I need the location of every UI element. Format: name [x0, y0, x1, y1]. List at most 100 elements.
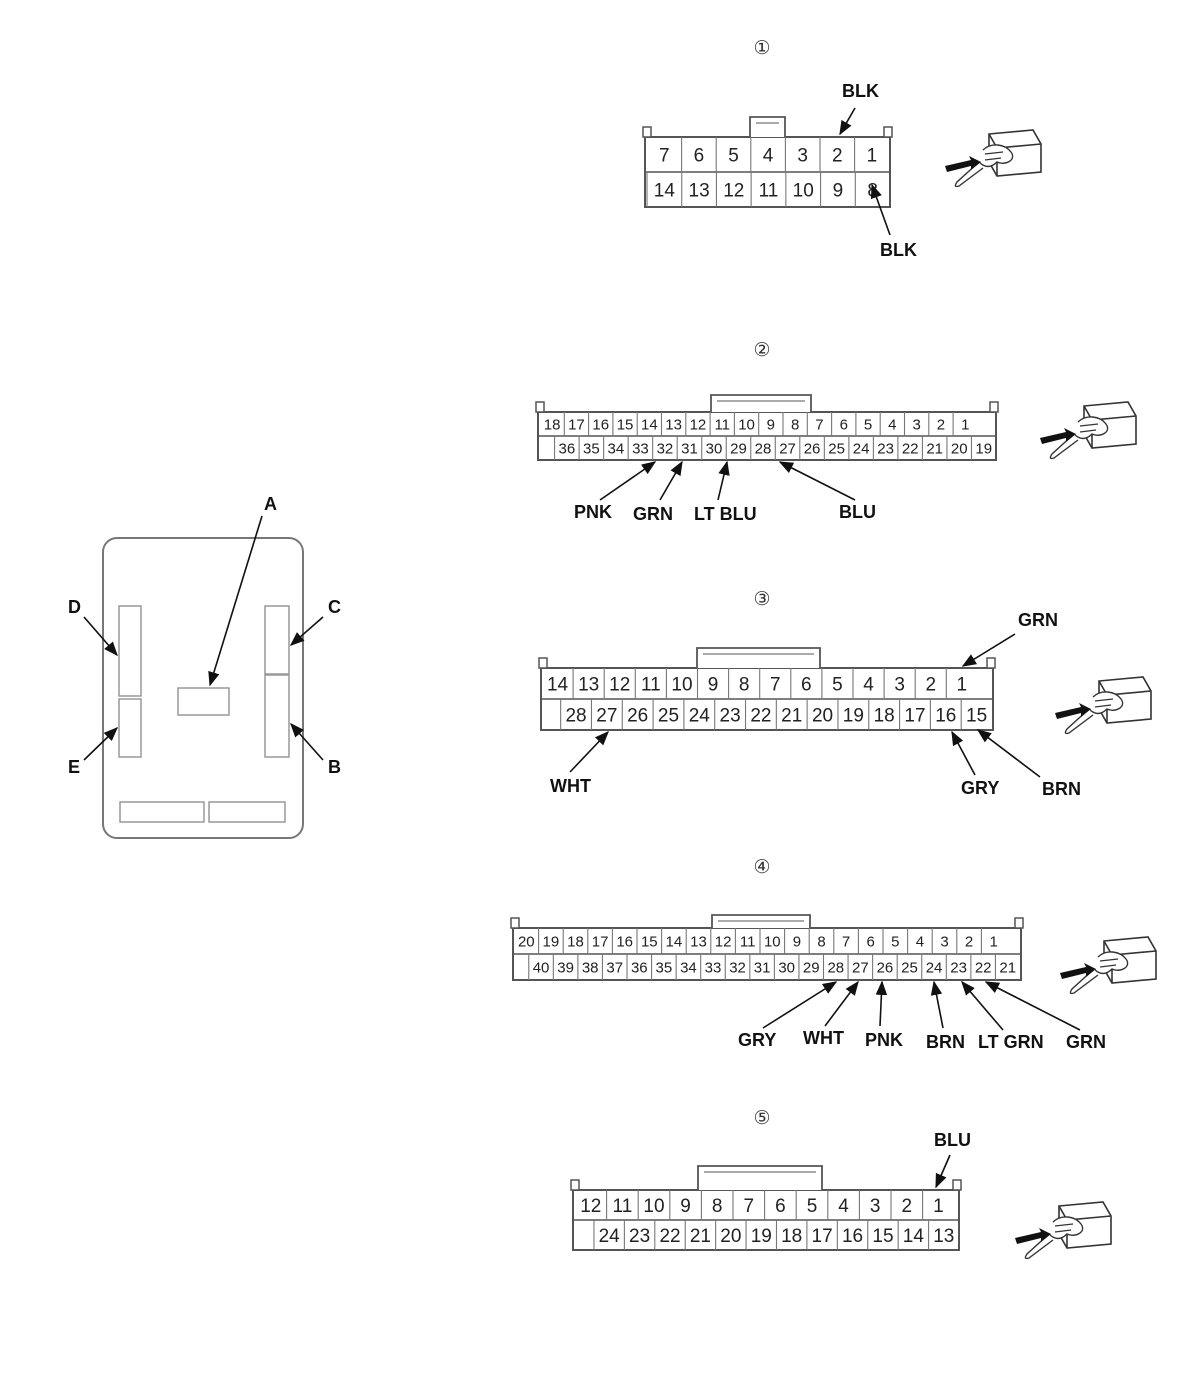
pin-number: 8 [712, 1196, 723, 1217]
housing-tab [642, 126, 652, 138]
pin-number: 15 [872, 1226, 893, 1247]
pin-number: 13 [578, 674, 599, 695]
terminal-side-view-icon [1040, 401, 1137, 460]
pin-number: 33 [632, 440, 649, 457]
housing-tab [535, 401, 545, 413]
pin-number: 2 [925, 674, 936, 695]
wire-color-label: BLU [839, 502, 876, 522]
pin-number: 35 [656, 959, 673, 976]
pin-number: 20 [720, 1226, 741, 1247]
pin-number: 2 [937, 416, 945, 433]
wire-pointer-26 [875, 980, 888, 1027]
pin-number: 11 [759, 180, 779, 201]
pin-number: 25 [658, 705, 679, 726]
pin-number: 12 [715, 933, 732, 950]
pin-number: 4 [916, 933, 924, 950]
pin-number: 23 [629, 1226, 650, 1247]
pin-number: 24 [599, 1226, 621, 1247]
pin-number: 24 [689, 705, 711, 726]
pin-number: 11 [714, 416, 730, 433]
pin-number: 4 [863, 674, 874, 695]
label-c: C [328, 597, 341, 617]
pin-number: 13 [665, 416, 682, 433]
pin-number: 22 [975, 959, 992, 976]
pin-number: 27 [852, 959, 869, 976]
wire-pointer-31 [659, 460, 683, 501]
pin-number: 37 [606, 959, 623, 976]
pin-number: 36 [631, 959, 648, 976]
wire-pointer-22 [984, 981, 1081, 1031]
wire-color-label: BRN [926, 1032, 965, 1052]
pin-number: 10 [671, 674, 692, 695]
pin-number: 32 [657, 440, 674, 457]
socket-c [264, 605, 290, 675]
pin-number: 7 [815, 416, 823, 433]
housing-tab [883, 126, 893, 138]
housing-tab [989, 401, 999, 413]
label-d: D [68, 597, 81, 617]
pin-number: 28 [827, 959, 844, 976]
pin-number: 2 [832, 145, 843, 166]
wire-color-label: LT GRN [978, 1032, 1044, 1052]
pointer-e [83, 726, 119, 761]
connector-latch [710, 394, 812, 412]
wire-color-label: BLK [842, 81, 879, 101]
wire-pointer-8 [870, 183, 891, 236]
pin-number: 20 [812, 705, 833, 726]
pin-number: 1 [961, 416, 969, 433]
connector-marker: ③ [753, 588, 770, 610]
pin-number: 6 [840, 416, 848, 433]
pin-number: 2 [902, 1196, 913, 1217]
wire-color-label: WHT [550, 776, 591, 796]
wire-color-label: BLU [934, 1130, 971, 1150]
terminal-side-view-icon [1055, 676, 1152, 735]
pin-number: 6 [867, 933, 875, 950]
wire-pointer-23 [961, 980, 1004, 1031]
pin-number: 10 [764, 933, 781, 950]
pin-number: 34 [608, 440, 625, 457]
socket-e [118, 698, 142, 758]
pin-number: 25 [828, 440, 845, 457]
housing-tab [1014, 917, 1024, 929]
pin-number: 21 [926, 440, 943, 457]
pin-number: 21 [690, 1226, 711, 1247]
pin-number: 7 [744, 1196, 755, 1217]
wire-color-label: BRN [1042, 779, 1081, 799]
slot-left [119, 801, 205, 823]
pin-number: 13 [689, 180, 710, 201]
pin-number: 9 [793, 933, 801, 950]
wire-pointer-29 [717, 460, 730, 501]
pin-number: 9 [833, 180, 844, 201]
pin-number: 23 [950, 959, 967, 976]
pin-number: 25 [901, 959, 918, 976]
wire-color-label: LT BLU [694, 504, 757, 524]
pin-number: 18 [544, 416, 561, 433]
pin-number: 18 [567, 933, 584, 950]
wire-color-label: GRN [1018, 610, 1058, 630]
pin-number: 24 [853, 440, 870, 457]
wire-color-label: GRY [961, 778, 999, 798]
pin-number: 14 [547, 674, 569, 695]
pin-number: 3 [940, 933, 948, 950]
pin-number: 12 [723, 180, 744, 201]
pin-number: 5 [832, 674, 843, 695]
pin-number: 26 [877, 959, 894, 976]
wire-color-label: PNK [865, 1030, 903, 1050]
pin-number: 22 [659, 1226, 680, 1247]
pin-number: 31 [754, 959, 771, 976]
pin-number: 17 [812, 1226, 833, 1247]
pin-number: 31 [681, 440, 698, 457]
housing-tab [538, 657, 548, 669]
connector-marker: ① [753, 37, 770, 59]
wire-color-label: BLK [880, 240, 917, 260]
pin-number: 14 [903, 1226, 925, 1247]
housing-tab [510, 917, 520, 929]
pin-number: 9 [680, 1196, 691, 1217]
wire-color-label: GRN [633, 504, 673, 524]
wire-color-label: GRN [1066, 1032, 1106, 1052]
pin-number: 36 [558, 440, 575, 457]
